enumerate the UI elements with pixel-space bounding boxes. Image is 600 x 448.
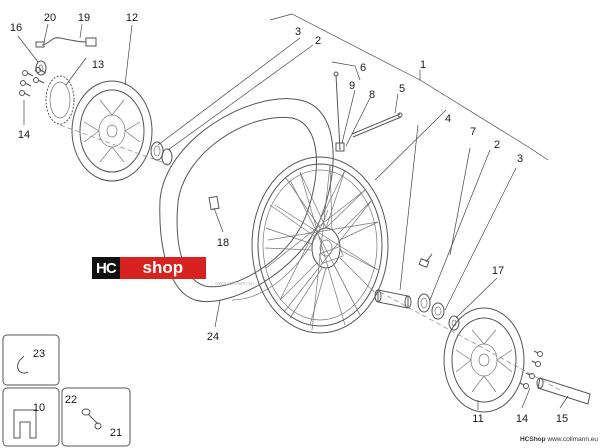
bolts-14-right <box>519 350 543 389</box>
footer-credit: HCShop www.collmann.eu <box>420 436 598 443</box>
logo-hc: HC <box>92 257 120 279</box>
footer-site: www.collmann.eu <box>547 436 598 443</box>
callout-1: 1 <box>420 59 426 71</box>
callout-14-right: 14 <box>516 413 528 425</box>
callout-14-left: 14 <box>18 129 30 141</box>
bearing-right <box>417 293 445 320</box>
leader-lines <box>17 23 569 410</box>
bearing-left <box>150 141 173 166</box>
abs-tone-ring-13 <box>45 75 75 125</box>
hcshop-logo: HC shop <box>92 257 206 279</box>
callout-24: 24 <box>207 331 219 343</box>
footer-brand: HCShop <box>519 436 546 443</box>
axis-line-left <box>59 124 171 166</box>
callout-22: 22 <box>65 394 77 406</box>
callout-10: 10 <box>33 402 45 414</box>
callout-15: 15 <box>556 413 568 425</box>
speed-sensor-19 <box>35 37 97 48</box>
inset-clip-23 <box>2 334 60 386</box>
valve-7 <box>418 253 433 268</box>
rim-tape-18 <box>208 195 220 211</box>
callout-17: 17 <box>492 265 504 277</box>
callout-6: 6 <box>360 62 366 74</box>
callout-16: 16 <box>10 22 22 34</box>
callout-3-left: 3 <box>295 26 301 38</box>
callout-12: 12 <box>126 12 138 24</box>
logo-shop: shop <box>119 257 206 279</box>
callout-9: 9 <box>349 80 355 92</box>
callout-18: 18 <box>217 237 229 249</box>
callout-5: 5 <box>399 83 405 95</box>
callout-7: 7 <box>470 126 476 138</box>
callout-13: 13 <box>92 59 104 71</box>
axis-line-right <box>379 291 561 391</box>
callout-2-left: 2 <box>315 35 321 47</box>
callout-21: 21 <box>110 427 122 439</box>
callout-2-right: 2 <box>494 139 500 151</box>
spacer-17 <box>448 315 460 331</box>
callout-8: 8 <box>369 89 375 101</box>
callout-3-right: 3 <box>517 153 523 165</box>
callout-4: 4 <box>445 113 451 125</box>
watermark: www.collmann.eu <box>215 281 254 287</box>
brake-disc-12 <box>71 80 153 182</box>
assembly-bracket-1 <box>269 13 549 161</box>
inset-bracket-10 <box>2 387 60 447</box>
inset-screw-21-22 <box>61 387 131 447</box>
callout-11: 11 <box>472 413 483 425</box>
callout-23: 23 <box>33 348 45 360</box>
spacer-bar-5 <box>351 112 403 138</box>
callout-20: 20 <box>44 12 56 24</box>
brake-disc-11 <box>443 307 525 413</box>
callout-19: 19 <box>78 12 90 24</box>
bolts-14-left <box>19 67 47 97</box>
spoked-rim <box>251 156 389 334</box>
axle-15 <box>536 377 591 405</box>
distance-sleeve-4 <box>374 289 412 309</box>
valve-8-9 <box>333 71 345 152</box>
